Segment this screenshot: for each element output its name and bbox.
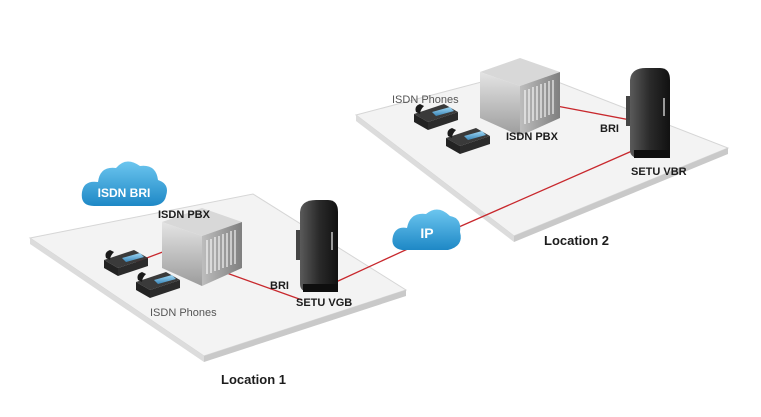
location-2-title: Location 2 (544, 233, 609, 248)
isdn-phone-icon (414, 104, 458, 130)
isdn-phone-icon (104, 250, 148, 276)
setu-vgb-device (296, 200, 338, 292)
pbx-1-cabinet (162, 208, 242, 286)
location-1-title: Location 1 (221, 372, 286, 387)
pbx-1-label: ISDN PBX (158, 209, 211, 221)
pbx-2-cabinet (480, 58, 560, 136)
pbx-2-label: ISDN PBX (506, 131, 559, 143)
isdn-phone-icon (136, 272, 180, 298)
isdn-bri-cloud-label: ISDN BRI (98, 186, 151, 200)
gateway-1-label: SETU VGB (296, 297, 352, 309)
link-ip-cloud-to-vbr (451, 150, 633, 231)
link-vgb-to-ip-cloud (335, 246, 413, 283)
link-2-label: BRI (600, 123, 619, 135)
link-1-label: BRI (270, 280, 289, 292)
isdn-bri-cloud-icon (81, 161, 167, 206)
ip-cloud-icon (392, 209, 461, 250)
ip-cloud-label: IP (420, 225, 433, 241)
gateway-2-label: SETU VBR (631, 166, 687, 178)
phones-2-label: ISDN Phones (392, 94, 459, 106)
setu-vbr-device (626, 68, 670, 158)
phones-1-label: ISDN Phones (150, 307, 217, 319)
isdn-phone-icon (446, 128, 490, 154)
